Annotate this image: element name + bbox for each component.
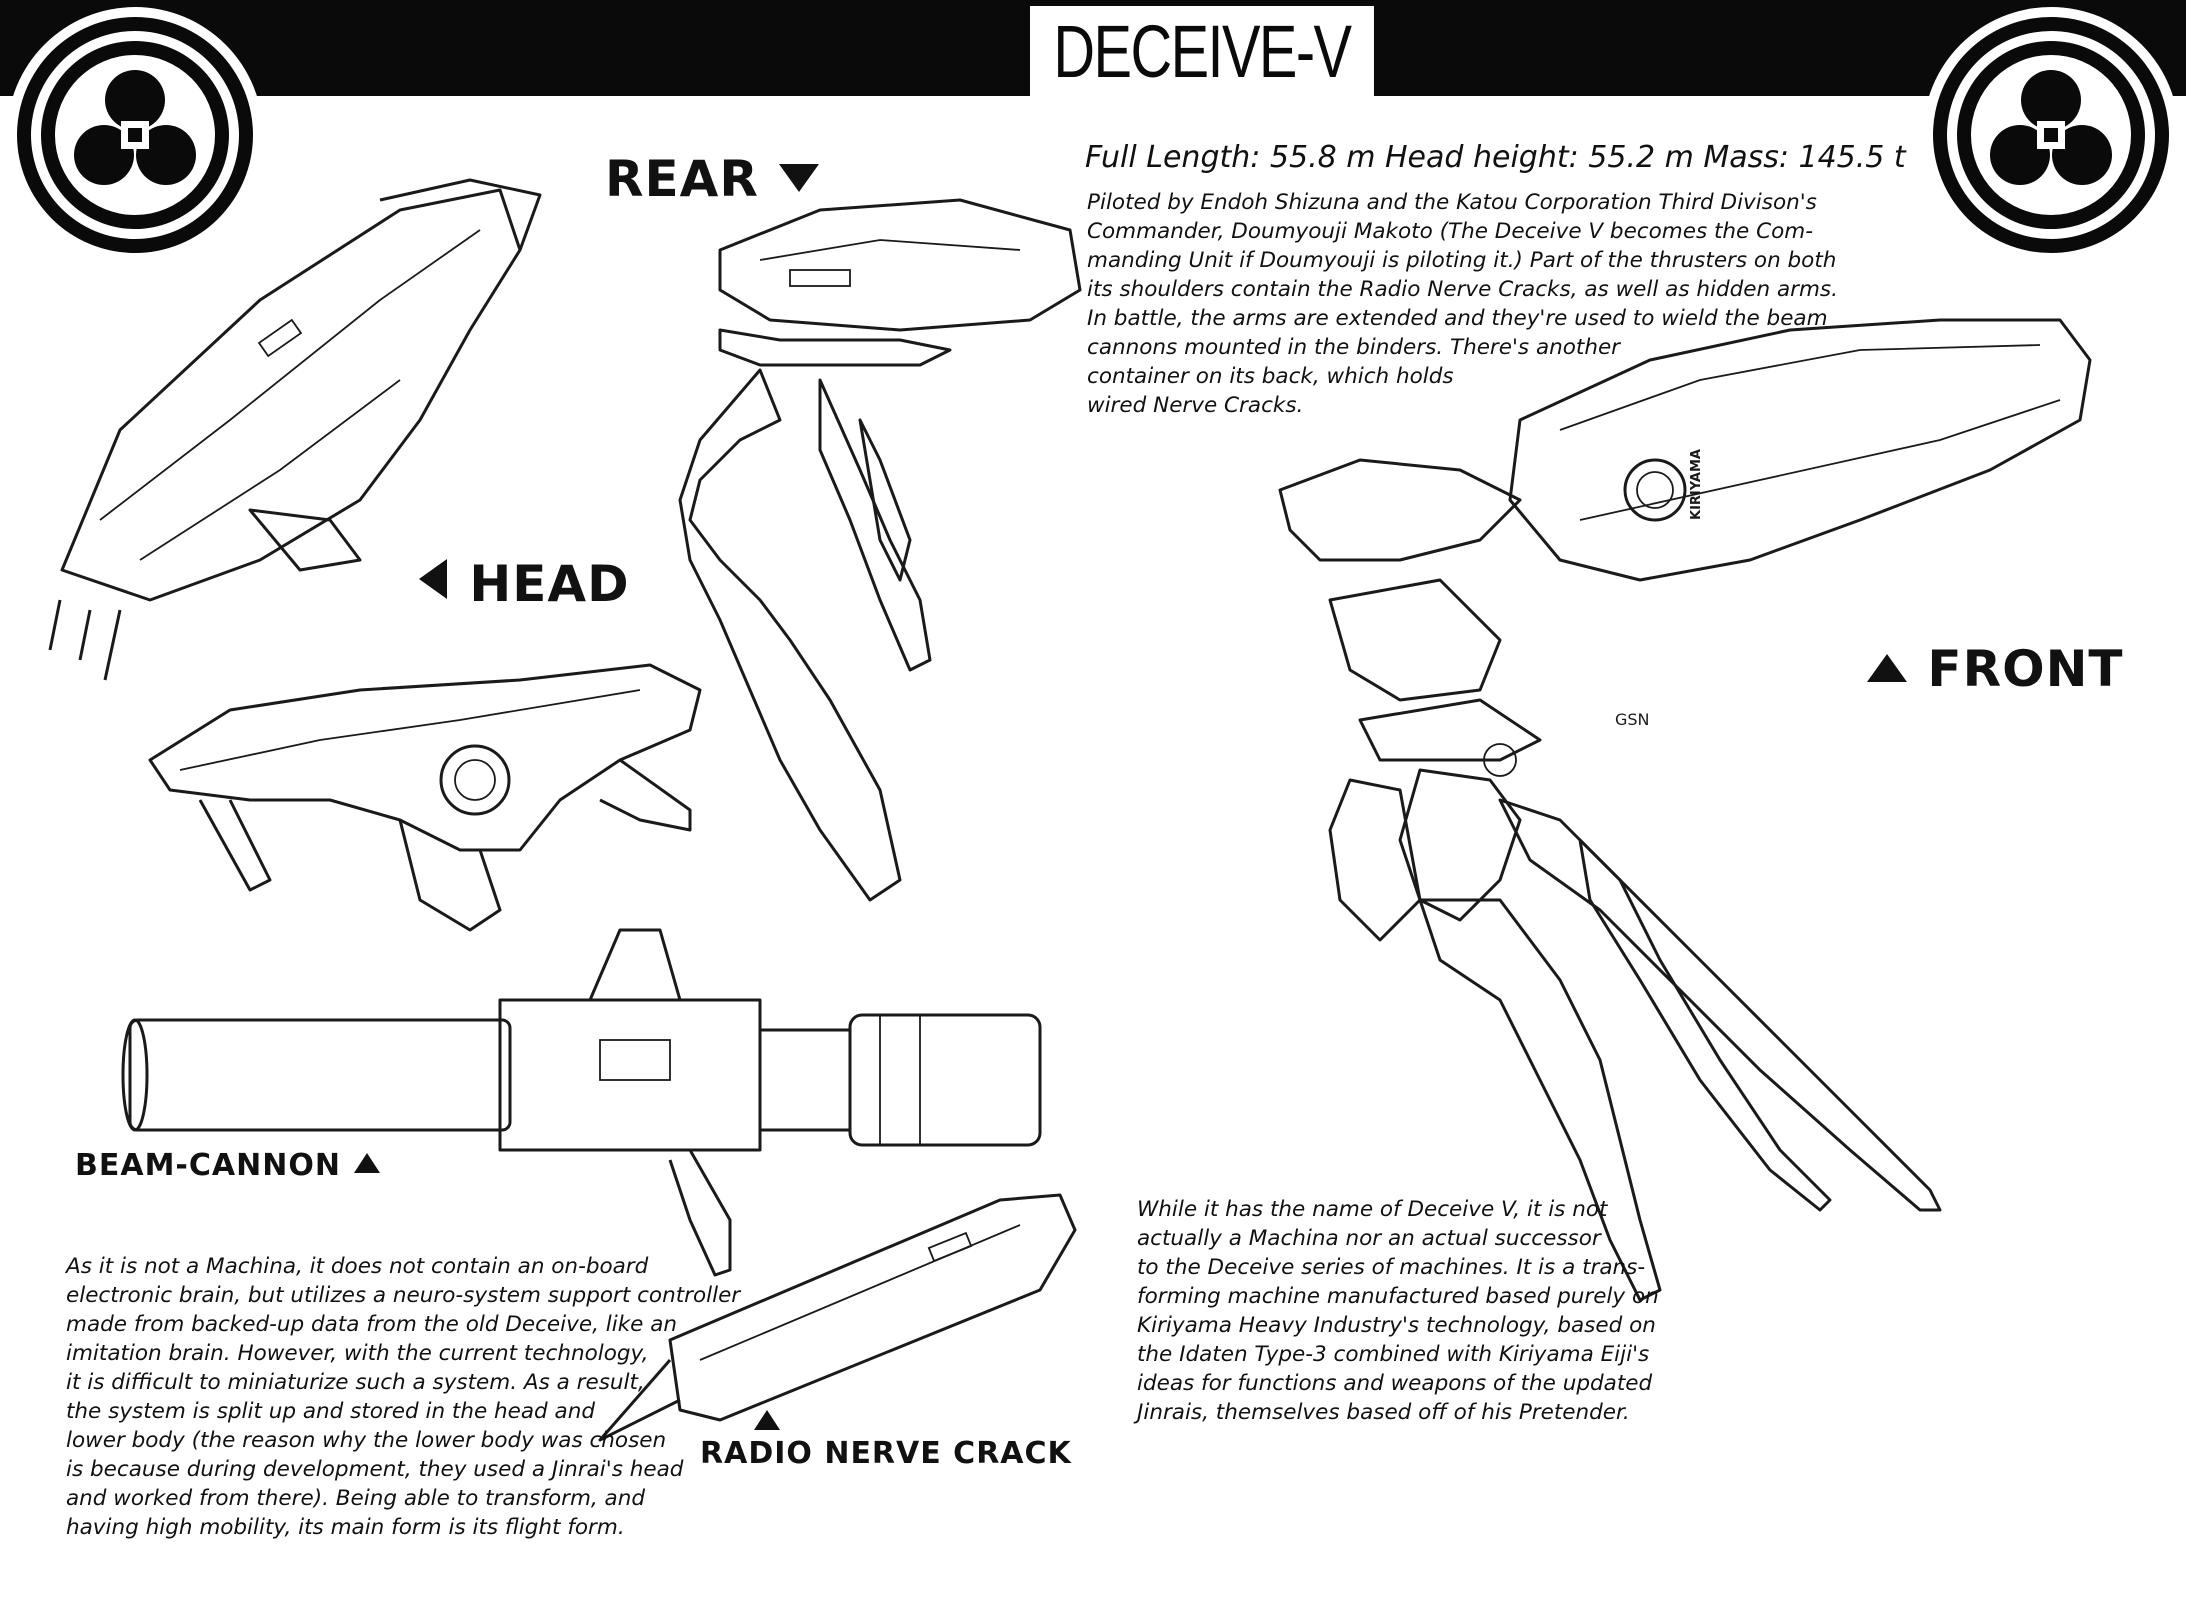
radio-nerve-crack-label: RADIO NERVE CRACK: [700, 1436, 1072, 1471]
triangle-up-icon: [754, 1410, 780, 1430]
origin-description: While it has the name of Deceive V, it i…: [1137, 1197, 1659, 1425]
gsn-marking: GSN: [1615, 710, 1650, 729]
radio-nerve-crack-sketch: [598, 1193, 1077, 1442]
triangle-left-icon: [419, 559, 447, 599]
brain-description: As it is not a Machina, it does not cont…: [66, 1254, 741, 1540]
three-circle-emblem-icon: [1916, 0, 2186, 263]
triangle-up-icon: [354, 1153, 381, 1173]
flight-form-sketch: [48, 178, 542, 681]
front-label: FRONT: [1865, 640, 2124, 698]
three-circle-emblem-icon: [0, 0, 270, 263]
specs-line: Full Length: 55.8 m Head height: 55.2 m …: [1085, 140, 1906, 175]
triangle-up-icon: [1867, 654, 1907, 682]
rear-label: REAR: [605, 150, 821, 208]
rear-view-sketch: [678, 198, 1082, 902]
triangle-down-icon: [779, 164, 820, 192]
kiriyama-marking: KIRIYAMA: [1689, 449, 1704, 520]
piloting-description: Piloted by Endoh Shizuna and the Katou C…: [1087, 190, 1838, 418]
head-label: HEAD: [415, 555, 630, 613]
head-profile-sketch: [148, 663, 702, 932]
page-title: DECEIVE-V: [1030, 6, 1374, 98]
beam-cannon-sketch: [121, 928, 1042, 1277]
front-view-sketch: [1278, 318, 2092, 1302]
beam-cannon-label: BEAM-CANNON: [75, 1148, 382, 1183]
